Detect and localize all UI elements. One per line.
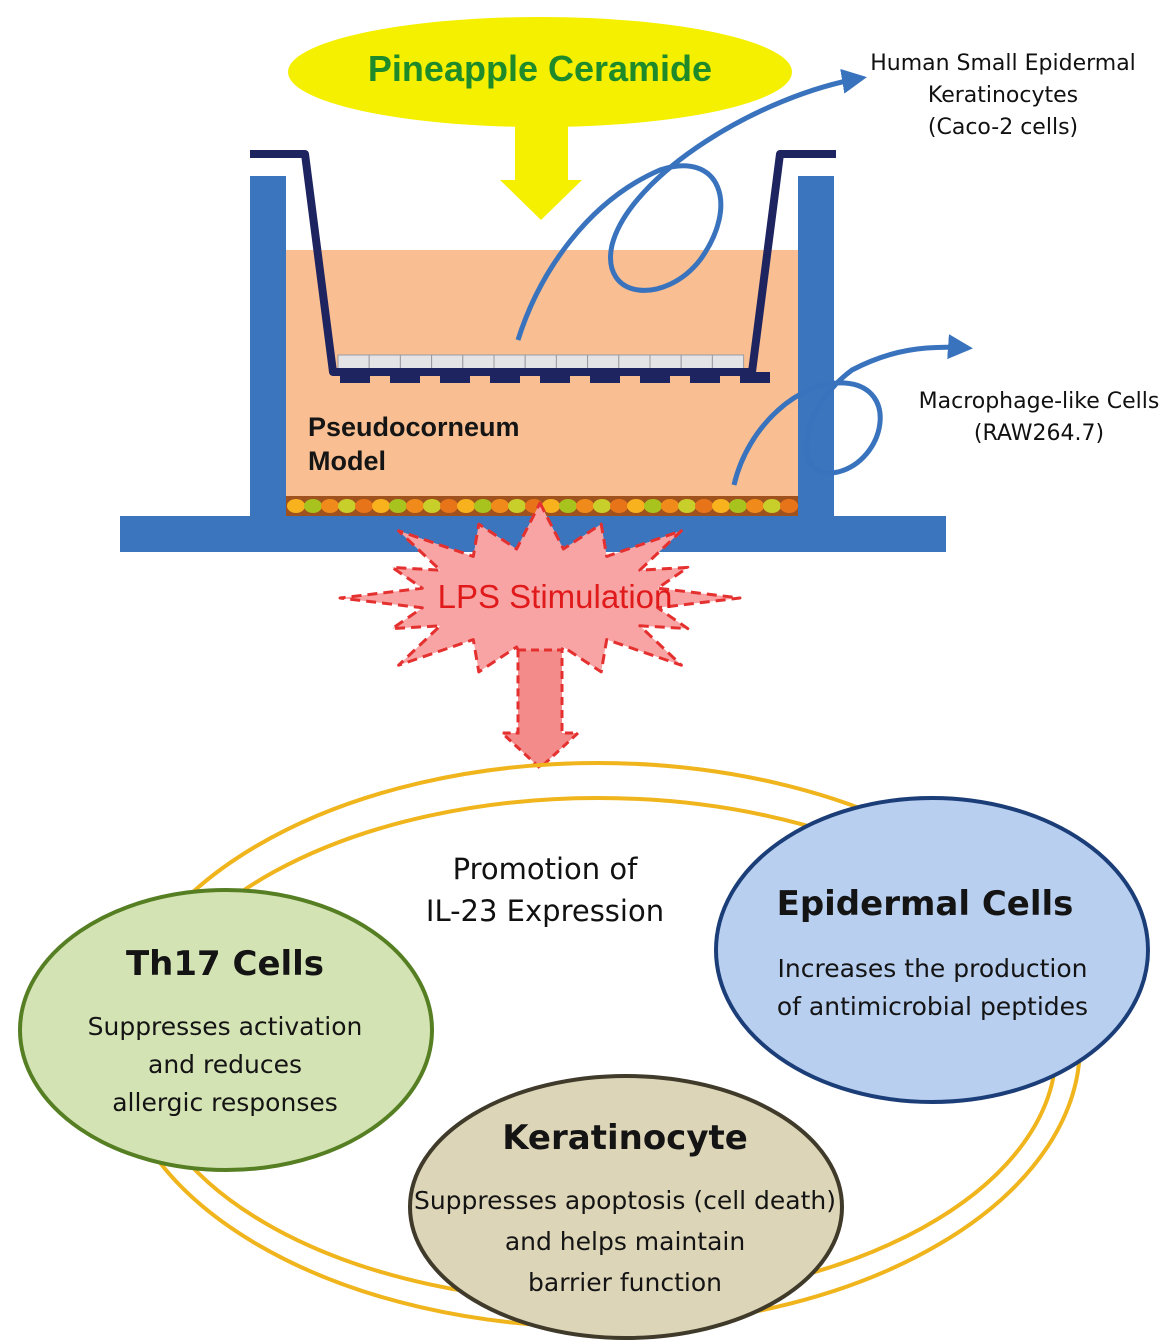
- top-cells-line: (Caco-2 cells): [927, 115, 1079, 140]
- lps-down-arrow: [498, 648, 582, 771]
- cell: [287, 499, 305, 513]
- keratinocyte-body-line: and helps maintain: [504, 1227, 746, 1256]
- cell: [593, 499, 611, 513]
- keratinocyte-body: Suppresses apoptosis (cell death) and he…: [410, 1180, 840, 1303]
- cell: [423, 499, 441, 513]
- cell: [406, 499, 424, 513]
- membrane-segment: [740, 372, 770, 383]
- model-label: Pseudocorneum Model: [308, 410, 520, 478]
- cell: [763, 499, 781, 513]
- cell: [491, 499, 509, 513]
- cell: [457, 499, 475, 513]
- center-label-line: Promotion of: [452, 852, 638, 886]
- bottom-cells-line: Macrophage-like Cells: [918, 389, 1160, 414]
- insert-outline: [250, 150, 836, 376]
- epidermal-body-line: Increases the production: [777, 954, 1088, 983]
- membrane-segment: [640, 372, 670, 383]
- well-right-wall: [798, 176, 834, 550]
- cell: [678, 499, 696, 513]
- bottom-cells-line: (RAW264.7): [973, 421, 1105, 446]
- membrane-segment: [490, 372, 520, 383]
- th17-circle: [18, 888, 434, 1172]
- cell-layer-icon: [337, 354, 745, 373]
- cell: [372, 499, 390, 513]
- curved-arrow-icon: [731, 334, 973, 486]
- keratinocyte-circle: [408, 1074, 844, 1340]
- curved-arrow-icon: [515, 68, 867, 341]
- epidermal-body-line: of antimicrobial peptides: [776, 992, 1089, 1021]
- cell: [474, 499, 492, 513]
- membrane-segment: [590, 372, 620, 383]
- th17-body-line: and reduces: [148, 1050, 302, 1079]
- th17-body: Suppresses activation and reduces allerg…: [40, 1008, 410, 1122]
- center-label: Promotion of IL-23 Expression: [380, 848, 710, 932]
- center-label-line: IL-23 Expression: [425, 894, 665, 928]
- cell: [338, 499, 356, 513]
- membrane-segment: [440, 372, 470, 383]
- th17-body-line: allergic responses: [112, 1088, 338, 1117]
- th17-title: Th17 Cells: [125, 944, 325, 984]
- membrane-segment: [340, 372, 370, 383]
- cell: [355, 499, 373, 513]
- epidermal-title: Epidermal Cells: [776, 884, 1074, 924]
- top-cells-line: Keratinocytes: [927, 83, 1079, 108]
- cell: [661, 499, 679, 513]
- top-cells-note: Human Small Epidermal Keratinocytes (Cac…: [858, 48, 1148, 144]
- top-cells-line: Human Small Epidermal: [870, 51, 1136, 76]
- cell: [627, 499, 645, 513]
- cell: [508, 499, 526, 513]
- th17-body-line: Suppresses activation: [87, 1012, 363, 1041]
- membrane-segment: [390, 372, 420, 383]
- insert-membrane: [340, 372, 770, 383]
- cell: [576, 499, 594, 513]
- bottom-cells-note: Macrophage-like Cells (RAW264.7): [908, 386, 1170, 450]
- cell: [780, 499, 798, 513]
- cell: [610, 499, 628, 513]
- cell: [440, 499, 458, 513]
- title: Pineapple Ceramide: [367, 48, 713, 89]
- cell: [746, 499, 764, 513]
- cell: [695, 499, 713, 513]
- down-arrow-icon: [500, 118, 582, 220]
- well-left-wall: [250, 176, 286, 550]
- cell: [542, 499, 560, 513]
- keratinocyte-title: Keratinocyte: [502, 1118, 748, 1158]
- model-label-line: Pseudocorneum: [308, 412, 520, 442]
- epidermal-body: Increases the production of antimicrobia…: [730, 950, 1135, 1026]
- membrane-segment: [690, 372, 720, 383]
- keratinocyte-body-line: Suppresses apoptosis (cell death): [413, 1186, 837, 1215]
- epidermal-circle: [714, 796, 1150, 1104]
- cell: [729, 499, 747, 513]
- cell: [389, 499, 407, 513]
- cell: [304, 499, 322, 513]
- cell: [321, 499, 339, 513]
- membrane-segment: [540, 372, 570, 383]
- stimulation-label: LPS Stimulation: [437, 578, 673, 615]
- cell: [712, 499, 730, 513]
- title-ellipse: [288, 17, 792, 127]
- keratinocyte-body-line: barrier function: [528, 1268, 722, 1297]
- cell: [644, 499, 662, 513]
- cell: [559, 499, 577, 513]
- model-label-line: Model: [308, 446, 386, 476]
